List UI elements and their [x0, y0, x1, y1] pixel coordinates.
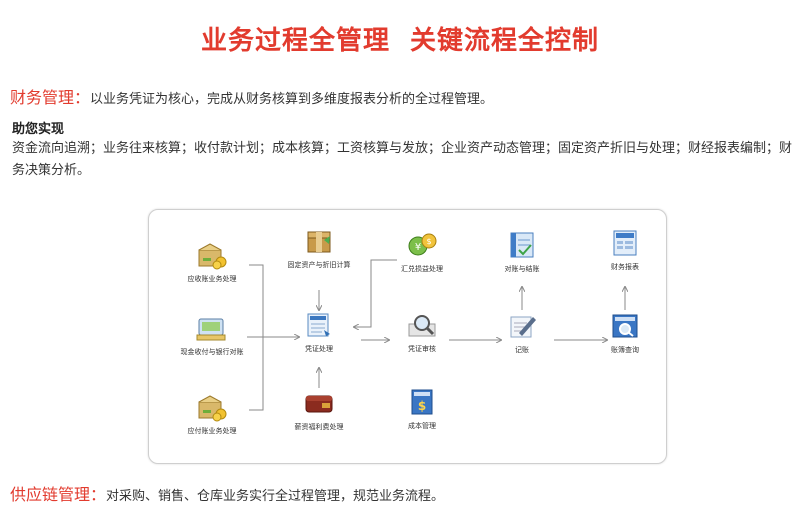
node-voucher-review: 凭证审核	[377, 310, 467, 354]
node-label: 财务报表	[611, 263, 639, 271]
node-label: 凭证审核	[408, 345, 436, 353]
node-payable: 应付账业务处理	[167, 392, 257, 436]
node-label: 固定资产与折旧计算	[287, 261, 351, 269]
search-ledger-icon	[608, 311, 642, 341]
node-ledger-query: 账簿查询	[580, 311, 670, 355]
help-text: 资金流向追溯；业务往来核算；收付款计划；成本核算；工资核算与发放；企业资产动态管…	[12, 141, 793, 178]
currency-exchange-icon: ¥$	[405, 230, 439, 260]
ledger-book-icon	[505, 230, 539, 260]
magnifier-document-icon	[405, 310, 439, 340]
node-exchange: ¥$ 汇兑损益处理	[377, 230, 467, 274]
cash-register-icon	[195, 313, 229, 343]
finance-description: 以业务凭证为核心，完成从财务核算到多维度报表分析的全过程管理。	[90, 92, 494, 107]
node-label: 对账与结账	[504, 265, 540, 273]
node-posting: 记账	[477, 311, 567, 355]
node-label: 成本管理	[408, 422, 436, 430]
node-reconcile: 对账与结账	[477, 230, 567, 274]
package-box-icon	[302, 226, 336, 256]
node-fixed-asset: 固定资产与折旧计算	[274, 226, 364, 270]
node-label: 记账	[515, 346, 529, 354]
voucher-sheet-icon	[302, 310, 336, 340]
node-report: 财务报表	[580, 228, 670, 272]
node-label: 汇兑损益处理	[401, 265, 443, 273]
finance-flow-diagram: 应收账业务处理 现金收付与银行对账 应付账业务处理 固定资产与折旧计算 凭证处理…	[148, 209, 667, 464]
wallet-icon	[302, 388, 336, 418]
finance-heading: 财务管理：	[10, 88, 91, 107]
node-label: 应收账业务处理	[187, 275, 237, 283]
coins-box-icon	[195, 392, 229, 422]
node-label: 应付账业务处理	[187, 427, 237, 435]
coins-box-icon	[195, 240, 229, 270]
node-label: 凭证处理	[305, 345, 333, 353]
node-label: 薪资福利费处理	[294, 423, 344, 431]
node-receivable: 应收账业务处理	[167, 240, 257, 284]
supply-heading: 供应链管理：	[10, 485, 107, 504]
svg-text:¥: ¥	[415, 242, 421, 253]
node-cash-bank: 现金收付与银行对账	[167, 313, 257, 357]
svg-text:$: $	[418, 399, 426, 413]
svg-text:$: $	[426, 237, 431, 246]
page-title: 业务过程全管理 关键流程全控制	[200, 26, 600, 56]
pen-document-icon	[505, 311, 539, 341]
finance-section-line: 财务管理：以业务凭证为核心，完成从财务核算到多维度报表分析的全过程管理。	[10, 84, 493, 108]
report-sheet-icon	[608, 228, 642, 258]
supply-section-line: 供应链管理：对采购、销售、仓库业务实行全过程管理，规范业务流程。	[10, 481, 444, 505]
help-title: 助您实现	[12, 122, 65, 137]
node-label: 账簿查询	[611, 346, 639, 354]
node-cost: $ 成本管理	[377, 387, 467, 431]
dollar-book-icon: $	[405, 387, 439, 417]
node-label: 现金收付与银行对账	[180, 348, 244, 356]
node-salary: 薪资福利费处理	[274, 388, 364, 432]
node-voucher: 凭证处理	[274, 310, 364, 354]
supply-description: 对采购、销售、仓库业务实行全过程管理，规范业务流程。	[106, 489, 445, 504]
flow-arrows	[247, 259, 666, 411]
